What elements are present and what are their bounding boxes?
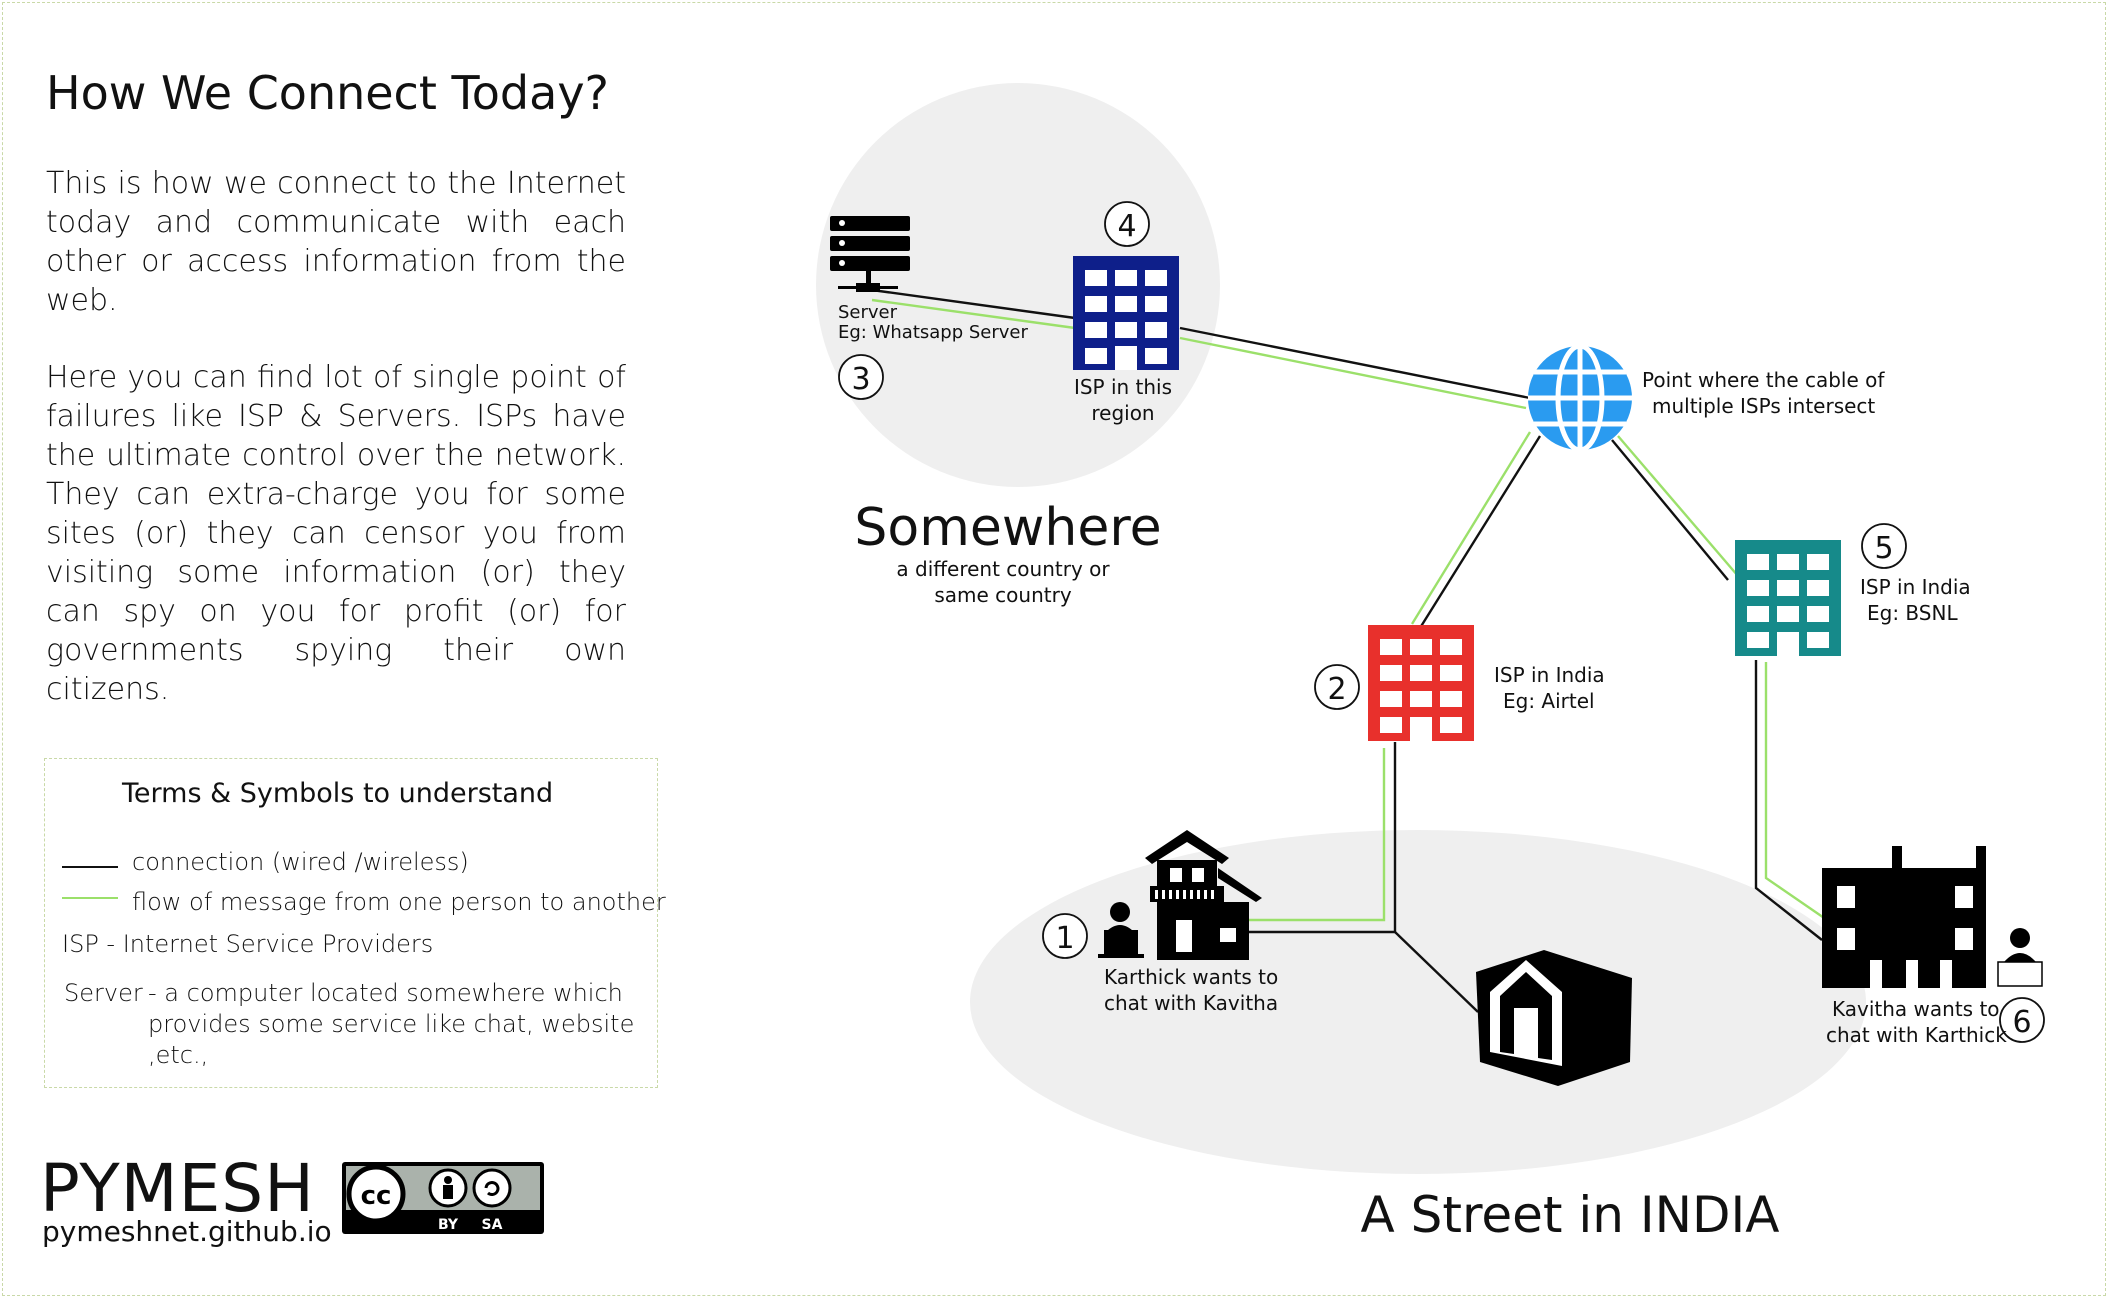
node-4-badge [1104, 201, 1150, 247]
node-5-number: 5 [1874, 531, 1893, 566]
node-6-label-2: chat with Karthick [1826, 1023, 2007, 1047]
legend-title: Terms & Symbols to understand [122, 778, 554, 809]
legend-server-term: Server [64, 979, 143, 1007]
house-icon [1145, 830, 1262, 960]
legend-box [44, 758, 658, 1088]
node-5-badge [1861, 523, 1907, 569]
svg-text:BY: BY [438, 1217, 459, 1233]
connection-junction-shed [1394, 931, 1479, 1013]
node-1-badge [1042, 913, 1088, 959]
node-3-label-1: Server [838, 302, 898, 323]
legend-server-def-2: provides some service like chat, website [148, 1010, 635, 1038]
globe-label-2: multiple ISPs intersect [1652, 394, 1875, 418]
intro-paragraph-1: This is how we connect to the Internet t… [46, 166, 626, 318]
node-6-label-1: Kavitha wants to [1832, 997, 2000, 1021]
user-at-laptop-icon-kavitha [1997, 928, 2043, 987]
node-5-label-1: ISP in India [1860, 575, 1971, 599]
street-title: A Street in INDIA [1361, 1186, 1780, 1244]
flow-lines [871, 298, 1831, 923]
apartment-icon [1822, 846, 1986, 988]
node-2-badge [1314, 664, 1360, 710]
flow-isp2-house1 [1248, 748, 1386, 922]
building-icon-isp-bsnl [1735, 540, 1841, 656]
shed-icon [1476, 950, 1632, 1086]
connection-globe-isp2 [1418, 435, 1542, 629]
globe-icon [1528, 343, 1632, 453]
building-icon-isp-airtel [1368, 625, 1474, 741]
flow-isp5-apartment [1764, 662, 1831, 923]
connection-server-isp4 [871, 288, 1076, 320]
legend-flow-text: flow of message from one person to anoth… [132, 888, 666, 916]
user-at-laptop-icon-karthick [1098, 902, 1144, 958]
connection-isp4-globe [1179, 326, 1531, 400]
connection-lines [871, 288, 1823, 1013]
node-2-label-1: ISP in India [1494, 663, 1605, 687]
flow-globe-isp5 [1617, 435, 1739, 577]
intro-paragraph-2: Here you can find lot of single point of… [46, 360, 626, 707]
brand-url[interactable]: pymeshnet.github.io [42, 1215, 332, 1248]
cc-icon [346, 1164, 406, 1224]
node-4-label-2: region [1091, 401, 1154, 425]
somewhere-subtitle-1: a different country or [896, 557, 1110, 581]
node-4-number: 4 [1117, 209, 1136, 244]
connection-isp5-apartment [1754, 660, 1823, 941]
building-icon-isp-region [1073, 256, 1179, 370]
flow-server-isp4 [871, 298, 1076, 330]
flow-isp4-globe [1179, 336, 1527, 410]
node-6-badge [1999, 997, 2045, 1043]
node-2-label-2: Eg: Airtel [1503, 689, 1595, 713]
node-5-label-2: Eg: BSNL [1867, 601, 1958, 625]
sa-icon [472, 1168, 512, 1208]
node-2-number: 2 [1327, 672, 1346, 707]
somewhere-title: Somewhere [854, 498, 1161, 558]
brand-logo: PYMESH [40, 1150, 315, 1227]
globe-label-1: Point where the cable of [1642, 368, 1885, 392]
legend-server-def-1: - a computer located somewhere which [148, 979, 623, 1007]
node-1-number: 1 [1055, 921, 1074, 956]
node-3-number: 3 [851, 362, 870, 397]
node-6-number: 6 [2012, 1005, 2031, 1040]
node-1-label-1: Karthick wants to [1104, 965, 1278, 989]
legend-server-def-3: ,etc., [148, 1041, 209, 1069]
node-3-badge [838, 354, 884, 400]
server-rack-icon [830, 216, 910, 292]
legend-connection-line [62, 866, 118, 868]
somewhere-region [816, 83, 1220, 487]
somewhere-subtitle-2: same country [934, 583, 1071, 607]
node-1-label-2: chat with Kavitha [1104, 991, 1278, 1015]
page-title: How We Connect Today? [46, 66, 609, 120]
svg-text:SA: SA [482, 1217, 503, 1233]
node-3-label-2: Eg: Whatsapp Server [838, 322, 1028, 343]
node-4-label-1: ISP in this [1074, 375, 1172, 399]
svg-text:cc: cc [361, 1181, 392, 1211]
legend-connection-text: connection (wired /wireless) [132, 848, 469, 876]
legend-flow-line [62, 897, 118, 899]
cc-license-badge[interactable]: cc BY SA [340, 1160, 546, 1236]
flow-globe-isp2 [1410, 431, 1532, 625]
legend-isp-text: ISP - Internet Service Providers [62, 930, 434, 958]
connection-globe-isp5 [1611, 439, 1729, 581]
